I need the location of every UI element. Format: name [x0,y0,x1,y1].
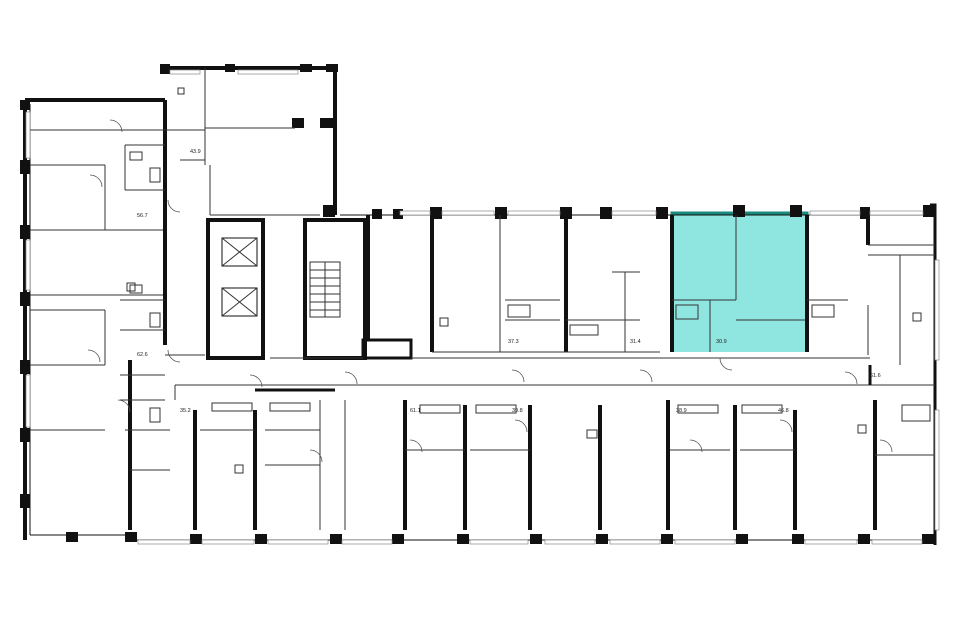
area-label: 61.6 [870,373,881,379]
selected-apartment-highlight[interactable] [670,211,809,352]
interior-walls [30,68,935,530]
windows [25,69,940,545]
area-label: 37.3 [508,339,519,345]
area-label: 43.9 [190,149,201,155]
area-label: 31.4 [630,339,641,345]
area-label: 38.9 [676,408,687,414]
area-label: 35.2 [180,408,191,414]
area-label: 56.7 [137,213,148,219]
bathroom-fixtures [126,87,931,474]
area-label: 61.1 [410,408,421,414]
area-label: 62.6 [137,352,148,358]
area-label: 30.9 [716,339,727,345]
door-swings [87,119,893,463]
area-labels: 43.9 56.7 62.6 35.2 37.3 31.4 30.9 61.6 … [137,149,881,414]
area-label: 46.8 [778,408,789,414]
area-label: 39.8 [512,408,523,414]
